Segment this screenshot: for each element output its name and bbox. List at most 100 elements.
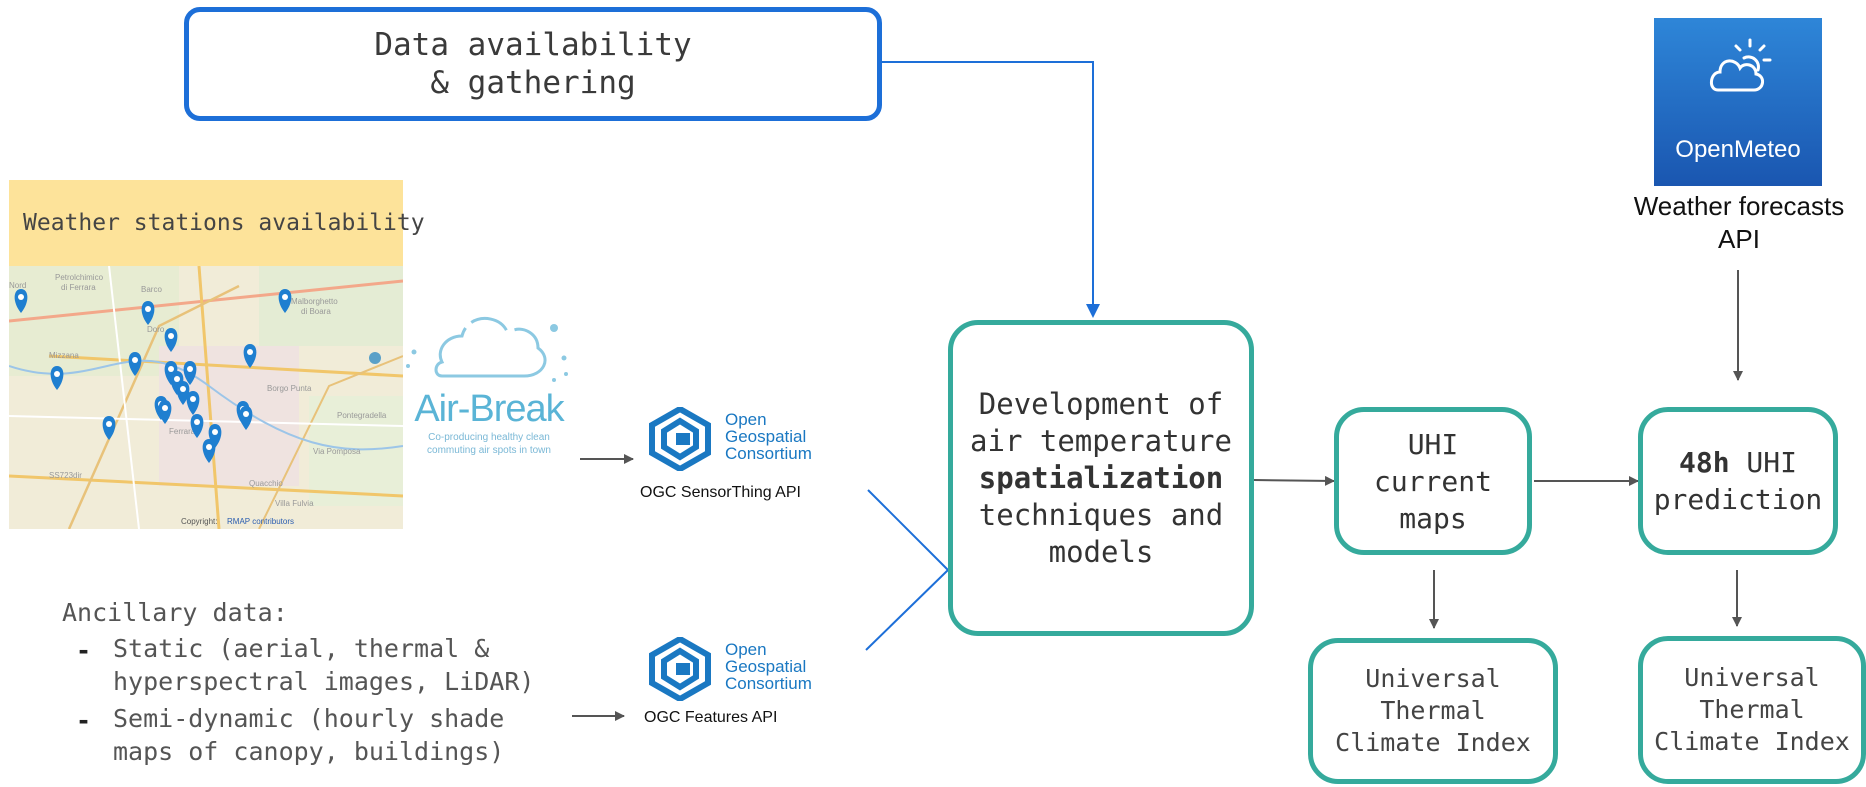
station-pin-icon xyxy=(128,352,142,376)
station-pin-dot xyxy=(132,357,138,363)
station-pin-icon xyxy=(176,381,190,405)
utci-line3: Climate Index xyxy=(1654,727,1850,756)
map-label-petrolchimico2: di Ferrara xyxy=(61,283,96,292)
uhi-prediction-box: 48h UHI prediction xyxy=(1638,407,1838,555)
station-pin-dot xyxy=(18,294,24,300)
station-pin-icon xyxy=(158,400,172,424)
ogc-word-geospatial: Geospatial xyxy=(725,657,807,676)
utci-line1: Universal xyxy=(1684,663,1820,692)
ogc-wordmark: Open Geospatial Consortium xyxy=(725,411,812,462)
ogc-word-open: Open xyxy=(725,410,767,429)
map-label-malborghetto2: di Boara xyxy=(301,307,331,316)
station-pin-dot xyxy=(206,444,212,450)
ogc-wordmark: Open Geospatial Consortium xyxy=(725,641,812,692)
station-pin-icon xyxy=(183,361,197,385)
station-pin-icon xyxy=(141,301,155,325)
station-pin-dot xyxy=(282,294,288,300)
openmeteo-name: OpenMeteo xyxy=(1675,136,1801,163)
station-pin-dot xyxy=(187,366,193,372)
station-pin-dot xyxy=(168,333,174,339)
airbreak-cloud-icon xyxy=(406,317,568,382)
station-pin-icon xyxy=(278,289,292,313)
utci-line2: Thermal xyxy=(1699,695,1805,724)
ogc-word-open: Open xyxy=(725,640,767,659)
utci-line3: Climate Index xyxy=(1335,728,1531,757)
map-copyright-label: Copyright: xyxy=(181,517,217,526)
ogc-logo-icon xyxy=(649,637,711,701)
ancillary-title: Ancillary data: xyxy=(62,598,288,627)
ogc-sensorthing-label: OGC SensorThing API xyxy=(640,484,801,501)
map-label-ferrara: Ferrara xyxy=(169,427,196,436)
map-label-mizzana: Mizzana xyxy=(49,351,79,360)
station-pin-dot xyxy=(162,405,168,411)
ogc-word-consortium: Consortium xyxy=(725,444,812,463)
bullet-dash-icon: - xyxy=(76,636,92,665)
utci-box-prediction: Universal Thermal Climate Index xyxy=(1638,636,1866,784)
data-availability-box: Data availability & gathering xyxy=(184,7,882,121)
station-pin-icon xyxy=(50,366,64,390)
weather-stations-panel: Weather stations availability Nord Petro… xyxy=(9,180,425,529)
airbreak-name: Air-Break xyxy=(414,388,564,430)
openmeteo-caption1: Weather forecasts xyxy=(1633,191,1845,221)
uhi-current-line3: maps xyxy=(1399,501,1467,535)
airbreak-logo: Air-Break Co-producing healthy clean com… xyxy=(404,306,574,456)
ogc-word-geospatial: Geospatial xyxy=(725,427,807,446)
station-pin-dot xyxy=(174,376,180,382)
station-pin-icon xyxy=(243,344,257,368)
ogc-logo-icon xyxy=(649,407,711,471)
openmeteo-caption: Weather forecasts API xyxy=(1614,190,1864,256)
data-box-line2: & gathering xyxy=(430,65,636,101)
uhi-prediction-line1: 48h UHI xyxy=(1679,444,1797,481)
station-pin-dot xyxy=(54,371,60,377)
utci-line2: Thermal xyxy=(1380,696,1486,725)
station-pin-dot xyxy=(194,419,200,425)
map-label-doro: Doro xyxy=(147,325,165,334)
utci-line1: Universal xyxy=(1365,664,1501,693)
stations-title: Weather stations availability xyxy=(23,210,425,236)
openmeteo-caption2: API xyxy=(1718,224,1760,254)
ogc-features-logo: Open Geospatial Consortium xyxy=(646,637,846,707)
data-box-line1: Data availability xyxy=(374,27,692,63)
map-label-barco: Barco xyxy=(141,285,162,294)
development-box: Development of air temperature spatializ… xyxy=(948,320,1254,636)
station-pin-icon xyxy=(102,416,116,440)
map-label-pomposa: Via Pomposa xyxy=(313,447,361,456)
uhi-current-line2: current xyxy=(1373,464,1492,498)
station-pin-icon xyxy=(14,289,28,313)
development-to-uhi-arrow xyxy=(1253,475,1335,486)
map-label-villa-fulvia: Villa Fulvia xyxy=(275,499,314,508)
uhi-current-line1: UHI xyxy=(1407,427,1459,461)
ogc-features-label: OGC Features API xyxy=(644,709,778,726)
ancillary-item-line1: Semi-dynamic (hourly shade xyxy=(113,704,505,733)
station-pin-dot xyxy=(180,386,186,392)
station-pin-dot xyxy=(190,396,196,402)
station-pin-dot xyxy=(106,421,112,427)
uhi-current-maps-box: UHI current maps xyxy=(1334,407,1532,555)
development-line4: techniques and xyxy=(978,497,1224,532)
stations-map: Nord Petrolchimico di Ferrara Barco Doro… xyxy=(9,266,403,529)
ancillary-item-line2: maps of canopy, buildings) xyxy=(113,737,505,766)
map-label-ss: SS723dir xyxy=(49,471,82,480)
ancillary-item-line2: hyperspectral images, LiDAR) xyxy=(113,667,535,696)
cloud-sun-icon xyxy=(1710,38,1772,92)
bullet-dash-icon: - xyxy=(76,706,92,735)
ogc-word-consortium: Consortium xyxy=(725,674,812,693)
station-pin-icon xyxy=(202,439,216,463)
uhi-prediction-rest: UHI xyxy=(1729,446,1797,479)
uhi-prediction-line2: prediction xyxy=(1653,483,1823,516)
station-pin-dot xyxy=(145,306,151,312)
map-label-quacchio: Quacchio xyxy=(249,479,283,488)
airbreak-tagline2: commuting air spots in town xyxy=(427,445,551,456)
utci-box-current: Universal Thermal Climate Index xyxy=(1308,638,1558,784)
data-to-development-arrow xyxy=(880,61,1100,318)
station-pin-dot xyxy=(247,349,253,355)
map-label-pontegradella: Pontegradella xyxy=(337,411,387,420)
development-line2: air temperature xyxy=(970,423,1232,458)
map-label-borgo-punta: Borgo Punta xyxy=(267,384,312,393)
map-label-petrolchimico: Petrolchimico xyxy=(55,273,104,282)
station-pin-icon xyxy=(190,414,204,438)
ogc-sensorthing-logo: Open Geospatial Consortium xyxy=(646,407,846,477)
openmeteo-logo: OpenMeteo xyxy=(1654,18,1822,186)
map-copyright-link[interactable]: RMAP contributors xyxy=(227,517,294,526)
